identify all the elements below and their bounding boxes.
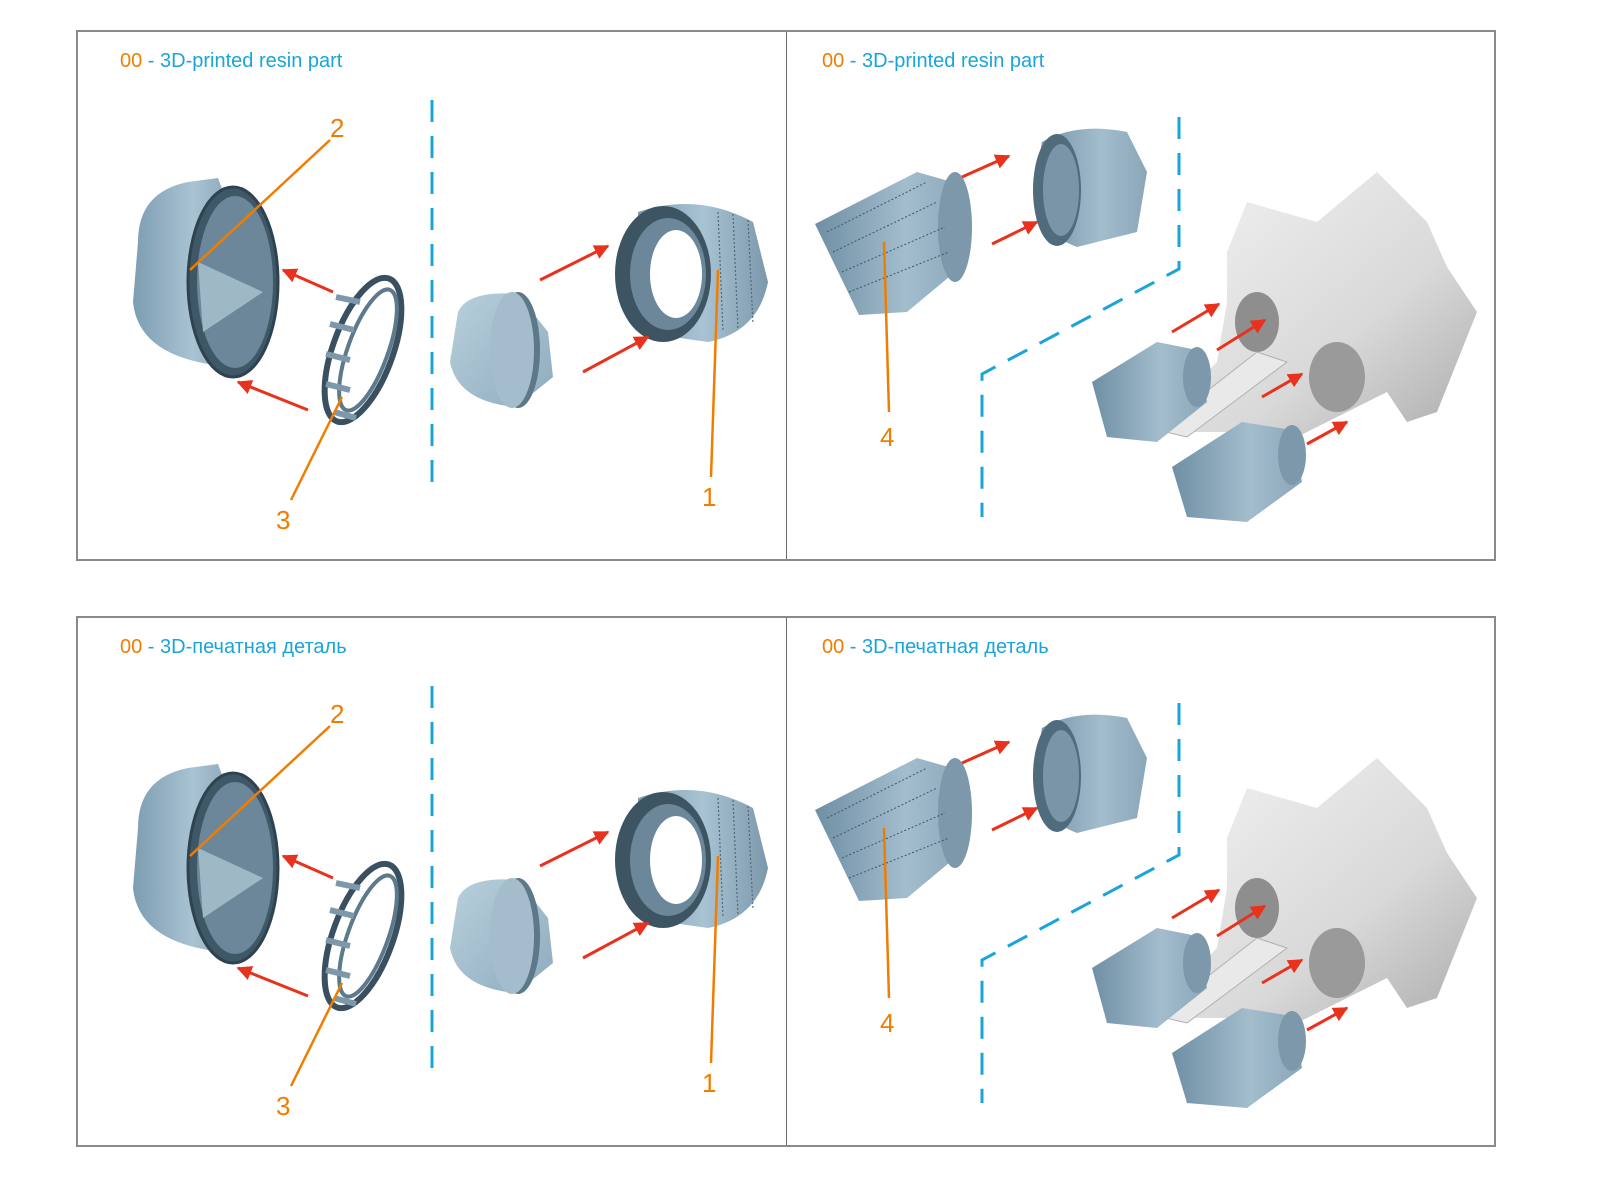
assembly-arrow	[539, 830, 610, 868]
panel-divider	[786, 618, 787, 1145]
legend-separator: -	[844, 50, 863, 72]
assembly-arrow	[991, 220, 1039, 246]
part-1-afterburner-ring	[615, 790, 768, 928]
part-4-engine-nozzle	[815, 172, 972, 315]
assembly-arrow	[1306, 420, 1349, 446]
callout-line-4	[882, 241, 891, 413]
assembly-arrow	[582, 921, 650, 960]
callout-label-1: 1	[702, 482, 716, 512]
legend-separator: -	[142, 50, 161, 72]
assembly-arrow	[1171, 302, 1221, 334]
legend-code: 00	[120, 636, 143, 658]
plug-cap	[450, 878, 553, 994]
callout-label-2: 2	[330, 699, 344, 729]
callout-label-4: 4	[880, 422, 894, 452]
fuselage-rear-section	[1147, 758, 1477, 1038]
legend: 00 - 3D-печатная деталь	[120, 636, 347, 659]
callout-line-3	[289, 396, 344, 501]
instruction-sheet-english: 00 - 3D-printed resin part	[76, 30, 1496, 561]
separator-guide-line	[980, 703, 1181, 1103]
assembly-drawing-right: 4	[815, 703, 1477, 1108]
panel-divider	[786, 32, 787, 559]
part-1-afterburner-ring	[615, 204, 768, 342]
legend-text: 3D-printed resin part	[160, 50, 343, 72]
part-3-ring-frame	[321, 274, 405, 426]
assembly-arrow	[1261, 958, 1304, 985]
callout-label-2: 2	[330, 113, 344, 143]
assembly-drawing-right: 4	[815, 117, 1477, 522]
instruction-sheet-russian: 00 - 3D-печатная деталь	[76, 616, 1496, 1147]
assembly-arrow	[1171, 888, 1221, 920]
legend: 00 - 3D-printed resin part	[822, 50, 1044, 73]
afterburner-section	[1033, 128, 1147, 247]
part-2-nozzle-housing	[133, 178, 280, 379]
legend: 00 - 3D-печатная деталь	[822, 636, 1049, 659]
legend-text: 3D-печатная деталь	[160, 636, 347, 658]
callout-label-3: 3	[276, 1091, 290, 1121]
legend-code: 00	[822, 636, 845, 658]
assembly-arrow	[961, 740, 1011, 765]
assembly-arrow	[1216, 904, 1267, 938]
assembly-arrow	[1216, 318, 1267, 352]
installed-engine-lower	[1172, 1008, 1306, 1108]
assembly-arrow	[961, 154, 1011, 179]
callout-label-3: 3	[276, 505, 290, 535]
callout-line-2	[189, 139, 331, 271]
assembly-arrow	[539, 244, 610, 282]
part-4-engine-nozzle	[815, 758, 972, 901]
assembly-arrow	[281, 268, 334, 294]
assembly-arrow	[236, 380, 309, 412]
installed-engine-upper	[1092, 928, 1211, 1028]
panel-nozzle-assembly: 00 - 3D-печатная деталь	[78, 618, 786, 1145]
callout-line-1	[709, 855, 720, 1064]
callout-label-4: 4	[880, 1008, 894, 1038]
assembly-arrow	[582, 335, 650, 374]
panel-engine-installation: 00 - 3D-печатная деталь	[787, 618, 1495, 1145]
callout-line-2	[189, 725, 331, 857]
afterburner-section	[1033, 714, 1147, 833]
assembly-arrow	[281, 854, 334, 880]
assembly-arrow	[1306, 1006, 1349, 1032]
callout-line-4	[882, 827, 891, 999]
callout-line-1	[709, 269, 720, 478]
part-3-ring-frame	[321, 860, 405, 1012]
legend-separator: -	[844, 636, 863, 658]
installed-engine-upper	[1092, 342, 1211, 442]
callout-line-3	[289, 982, 344, 1087]
separator-guide-line	[980, 117, 1181, 517]
panel-nozzle-assembly: 00 - 3D-printed resin part	[78, 32, 786, 559]
legend-separator: -	[142, 636, 161, 658]
panel-engine-installation: 00 - 3D-printed resin part	[787, 32, 1495, 559]
legend-code: 00	[822, 50, 845, 72]
legend-text: 3D-печатная деталь	[862, 636, 1049, 658]
assembly-drawing-left: 2 3 1	[133, 100, 768, 535]
installed-engine-lower	[1172, 422, 1306, 522]
plug-cap	[450, 292, 553, 408]
legend: 00 - 3D-printed resin part	[120, 50, 342, 73]
callout-label-1: 1	[702, 1068, 716, 1098]
assembly-arrow	[1261, 372, 1304, 399]
legend-code: 00	[120, 50, 143, 72]
legend-text: 3D-printed resin part	[862, 50, 1045, 72]
part-2-nozzle-housing	[133, 764, 280, 965]
assembly-drawing-left: 2 3 1	[133, 686, 768, 1121]
assembly-arrow	[991, 806, 1039, 832]
assembly-arrow	[236, 966, 309, 998]
